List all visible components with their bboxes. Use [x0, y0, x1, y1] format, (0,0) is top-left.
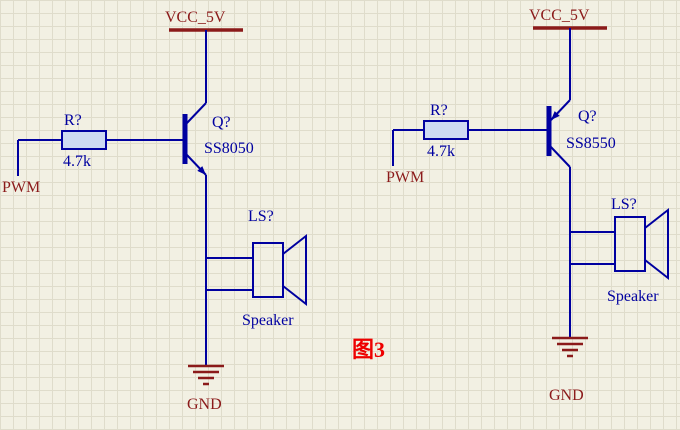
gnd-net-label: GND — [549, 387, 584, 404]
vcc-net-label: VCC_5V — [529, 7, 590, 24]
transistor-ref-label: Q? — [578, 108, 597, 125]
pnp-emitter-arrow-icon — [551, 111, 560, 120]
transistor-ref-label: Q? — [212, 114, 231, 131]
right-circuit: VCC_5V PWM R? 4.7k Q? SS8550 LS? Speaker — [386, 7, 669, 404]
pwm-net-label: PWM — [386, 169, 424, 186]
gnd-symbol — [188, 364, 224, 386]
transistor-collector-lead — [185, 102, 207, 125]
speaker-horn — [282, 233, 307, 307]
transistor-part-label: SS8550 — [566, 135, 616, 152]
speaker-symbol — [252, 233, 307, 307]
pnp-transistor-symbol — [546, 99, 571, 168]
transistor-part-label: SS8050 — [204, 140, 254, 157]
speaker-symbol — [614, 207, 669, 281]
pwm-net-label: PWM — [2, 179, 40, 196]
resistor-body — [61, 130, 107, 150]
gnd-net-label: GND — [187, 396, 222, 413]
transistor-collector-lead — [549, 145, 571, 168]
npn-emitter-arrow-icon — [197, 166, 206, 175]
vcc-net-label: VCC_5V — [165, 9, 226, 26]
resistor-value-label: 4.7k — [63, 153, 91, 170]
figure-caption: 图3 — [352, 337, 385, 362]
left-circuit: VCC_5V PWM R? 4.7k Q? SS8050 LS? Speaker — [2, 9, 307, 413]
resistor-value-label: 4.7k — [427, 143, 455, 160]
speaker-name-label: Speaker — [242, 312, 294, 329]
speaker-ref-label: LS? — [611, 196, 637, 213]
speaker-name-label: Speaker — [607, 288, 659, 305]
resistor-body — [423, 120, 469, 140]
gnd-symbol — [552, 336, 588, 358]
speaker-horn — [644, 207, 669, 281]
npn-transistor-symbol — [182, 102, 207, 176]
resistor-ref-label: R? — [430, 102, 448, 119]
speaker-body — [614, 216, 646, 272]
speaker-body — [252, 242, 284, 298]
resistor-ref-label: R? — [64, 112, 82, 129]
speaker-ref-label: LS? — [248, 208, 274, 225]
